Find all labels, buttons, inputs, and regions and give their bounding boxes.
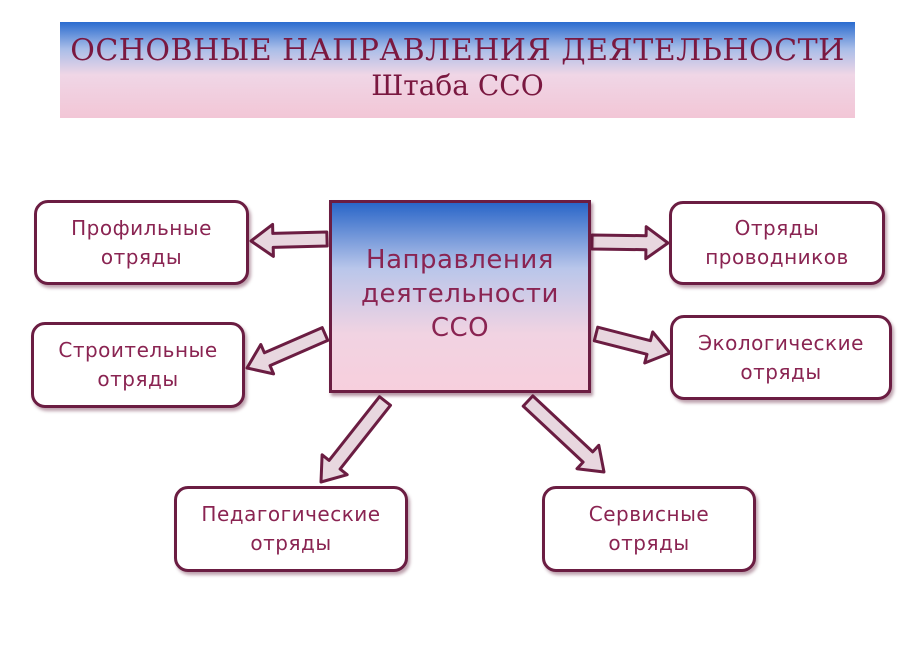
node-construction: Строительные отряды — [31, 322, 245, 408]
arrow-to-profile — [249, 222, 329, 258]
node-label: Сервисные отряды — [588, 502, 710, 555]
node-label: Отряды проводников — [705, 216, 849, 269]
arrow-to-service — [521, 394, 606, 474]
node-pedagogical: Педагогические отряды — [174, 486, 408, 572]
arrow-to-pedagogical — [319, 395, 392, 484]
title-line-1: ОСНОВНЫЕ НАПРАВЛЕНИЯ ДЕЯТЕЛЬНОСТИ — [70, 33, 845, 68]
node-conductors: Отряды проводников — [669, 201, 885, 285]
node-label: Строительные отряды — [58, 338, 218, 391]
node-label: Педагогические отряды — [201, 502, 381, 555]
title-banner: ОСНОВНЫЕ НАПРАВЛЕНИЯ ДЕЯТЕЛЬНОСТИ Штаба … — [60, 22, 855, 118]
node-label: Экологические отряды — [698, 330, 864, 384]
title-line-2: Штаба ССО — [371, 69, 544, 102]
center-node: Направления деятельности ССО — [329, 200, 591, 393]
node-profile: Профильные отряды — [34, 200, 249, 285]
center-node-label: Направления деятельности ССО — [361, 245, 559, 343]
node-label: Профильные отряды — [71, 215, 212, 269]
node-ecological: Экологические отряды — [670, 315, 892, 400]
arrow-to-ecological — [592, 325, 672, 365]
arrow-to-construction — [245, 326, 330, 376]
node-service: Сервисные отряды — [542, 486, 756, 572]
arrow-to-conductors — [590, 225, 670, 261]
